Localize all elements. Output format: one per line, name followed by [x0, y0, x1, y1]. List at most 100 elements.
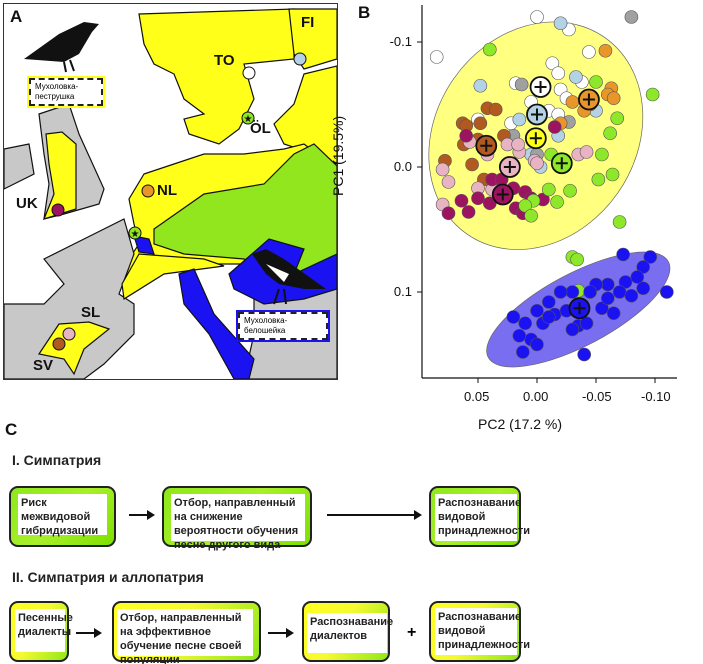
collared-flycatcher-legend: Мухоловка-белошейка: [236, 310, 330, 342]
data-point: [659, 285, 674, 299]
data-point: [459, 128, 474, 143]
data-point: [582, 45, 596, 59]
collared-range-italy: [178, 268, 255, 379]
pied-flycatcher-legend: Мухоловка-пеструшка: [27, 76, 105, 108]
centroid-marker: [524, 127, 547, 150]
data-point: [471, 191, 485, 206]
data-point: [589, 75, 603, 89]
data-point: [465, 157, 479, 172]
data-point: [630, 270, 645, 284]
x-tick-label: -0.05: [582, 389, 612, 404]
data-point: [612, 215, 627, 229]
data-point: [482, 42, 497, 57]
site-label-sl: SL: [81, 304, 101, 321]
data-point: [579, 145, 594, 159]
data-point: [530, 337, 544, 352]
data-point: [565, 322, 580, 337]
iberia-pied-range: [38, 321, 111, 376]
data-point: [645, 87, 660, 102]
data-point: [524, 208, 538, 223]
site-sv-marker: [52, 337, 66, 351]
data-point: [516, 345, 530, 359]
site-label-fi: FI: [301, 14, 315, 31]
x-tick-label: -0.10: [641, 389, 671, 404]
flow-box-text: Песенные диалекты: [15, 609, 73, 652]
data-point: [606, 306, 621, 321]
panel-b-label: B: [358, 3, 371, 22]
collared-range-alps: [133, 235, 155, 255]
site-label-ol: ÖL: [250, 120, 271, 137]
flow-box-species-recognition-2: Распознавание видовой принадлежности: [429, 601, 530, 662]
centroid-marker: [475, 134, 498, 157]
data-point: [550, 195, 564, 209]
section-sympatry-allopatry-heading: II. Симпатрия и аллопатрия: [12, 569, 204, 585]
data-point: [488, 102, 503, 117]
site-label-uk: UK: [16, 195, 38, 212]
data-point: [530, 10, 544, 24]
data-point: [591, 172, 606, 187]
x-tick-label: 0.00: [523, 389, 549, 404]
site-fi-marker: [293, 52, 307, 66]
data-point: [429, 50, 444, 64]
data-point: [506, 310, 521, 324]
data-point: [577, 347, 592, 362]
svg-text:★: ★: [131, 229, 140, 240]
data-point: [541, 182, 556, 197]
site-sl-marker: [62, 327, 76, 341]
data-point: [547, 120, 562, 134]
arrow-right-icon: [129, 510, 155, 520]
data-point: [610, 111, 625, 126]
site-label-to: TO: [214, 52, 235, 69]
data-point: [569, 70, 583, 84]
data-point: [570, 252, 584, 267]
panel-c-label: C: [5, 420, 18, 439]
site-label-nl: NL: [157, 182, 177, 199]
flow-box-species-recognition: Распознавание видовой принадлежности: [429, 486, 530, 547]
scandinavia-pied-range: [138, 8, 295, 145]
data-point: [616, 247, 630, 262]
flow-box-text: Риск межвидовой гибридизации: [18, 494, 107, 537]
data-point: [435, 162, 450, 177]
flow-box-text: Распознавание видовой принадлежности: [435, 494, 530, 541]
flow-box-text: Отбор, направленный на снижение вероятно…: [171, 494, 305, 551]
y-axis-title: PC1 (19.5%): [330, 115, 346, 196]
data-point: [530, 156, 544, 171]
section-sympatry-heading: I. Симпатрия: [12, 452, 102, 468]
collared-flycatcher-icon: [252, 249, 326, 305]
data-point: [512, 328, 527, 343]
flow-box-song-dialects: Песенные диалекты: [9, 601, 73, 662]
data-point: [441, 206, 456, 221]
data-point: [603, 126, 617, 141]
centroid-marker: [550, 152, 573, 175]
flow-box-text: Распознавание диалектов: [307, 613, 393, 653]
site-label-sv: SV: [33, 357, 54, 374]
data-point: [530, 303, 544, 318]
y-tick-label: -0.1: [389, 34, 412, 49]
centroid-marker: [526, 103, 548, 126]
pied-flycatcher-icon: [24, 22, 99, 73]
data-point: [461, 205, 476, 219]
centroid-marker: [568, 297, 591, 320]
data-point: [595, 147, 609, 162]
site-to-marker: [242, 66, 256, 80]
data-point: [595, 301, 609, 316]
data-point: [579, 316, 594, 331]
site-ol-star-icon: [241, 111, 255, 125]
data-point: [598, 43, 613, 58]
data-point: [541, 310, 556, 324]
centroid-marker: [529, 76, 552, 98]
plus-sign: +: [407, 624, 417, 641]
data-point: [612, 285, 627, 299]
data-point: [565, 95, 580, 109]
data-point: [563, 183, 577, 198]
y-tick-label: 0.1: [393, 284, 412, 299]
data-point: [553, 285, 568, 299]
data-point: [605, 167, 620, 182]
data-point: [618, 275, 633, 289]
data-point: [583, 285, 597, 299]
x-axis-title: PC2 (17.2 %): [478, 416, 563, 432]
data-point: [624, 10, 639, 24]
flow-box-text: Распознавание видовой принадлежности: [435, 608, 530, 655]
site-hybrid-star-icon: [128, 226, 142, 240]
